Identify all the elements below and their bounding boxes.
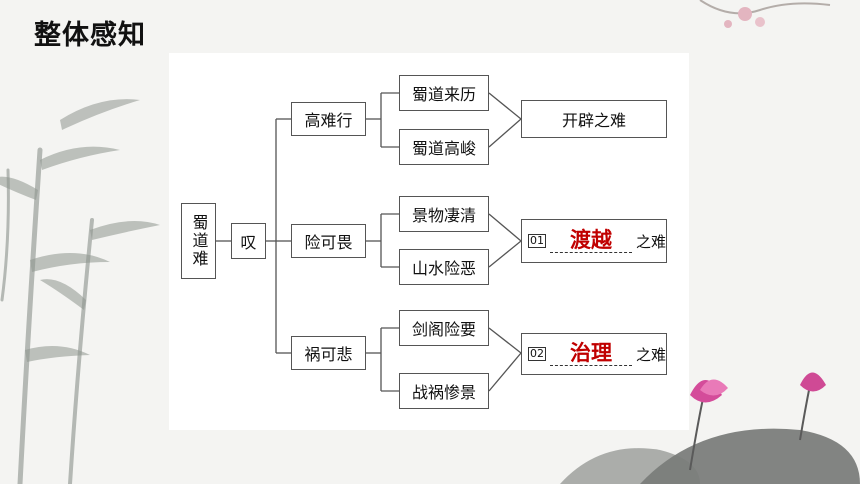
result-node-2: 01 渡越 之难	[521, 219, 667, 263]
branch-node-2: 险可畏	[291, 224, 366, 258]
result-node-3: 02 治理 之难	[521, 333, 667, 375]
leaf-node: 山水险恶	[399, 249, 489, 285]
leaf-node: 剑阁险要	[399, 310, 489, 346]
result-suffix: 之难	[635, 345, 666, 364]
connector-lines	[216, 92, 522, 392]
branch-node-1: 高难行	[291, 102, 366, 136]
leaf-node: 蜀道来历	[399, 75, 489, 111]
blank-number: 01	[528, 234, 546, 248]
leaf-node: 景物凄清	[399, 196, 489, 232]
answer-blank: 渡越	[550, 226, 632, 253]
leaf-node: 蜀道高峻	[399, 129, 489, 165]
hub-node: 叹	[231, 223, 266, 259]
page-title: 整体感知	[34, 20, 146, 51]
root-node: 蜀道难	[181, 203, 216, 279]
result-node-1: 开辟之难	[521, 100, 667, 138]
branch-node-3: 祸可悲	[291, 336, 366, 370]
result-suffix: 之难	[635, 232, 666, 251]
leaf-node: 战祸惨景	[399, 373, 489, 409]
blank-number: 02	[528, 347, 546, 361]
answer-blank: 治理	[550, 339, 632, 366]
answer-text: 治理	[569, 339, 612, 365]
structure-diagram: 蜀道难 叹 高难行 险可畏 祸可悲 蜀道来历 蜀道高峻 景物凄清 山水险恶 剑阁…	[169, 53, 689, 430]
answer-text: 渡越	[569, 226, 612, 252]
